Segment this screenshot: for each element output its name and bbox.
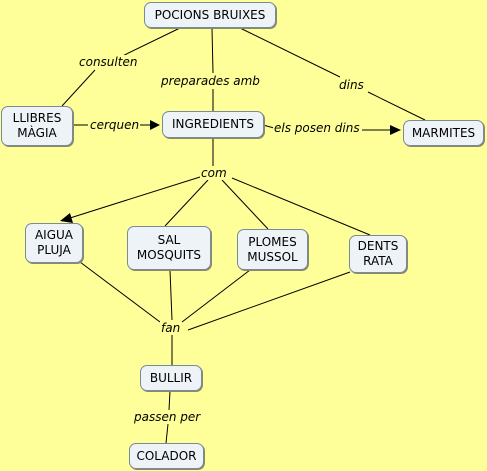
link-com: com	[200, 166, 228, 180]
concept-dents-rata[interactable]: DENTS RATA	[349, 235, 407, 273]
line-consulten-llibres	[61, 69, 96, 107]
arrowhead-aigua	[60, 213, 73, 223]
link-cerquen: cerquen	[89, 118, 141, 132]
line-aigua-fan	[79, 261, 161, 323]
concept-marmites[interactable]: MARMITES	[403, 120, 484, 146]
line-com-dents	[231, 177, 371, 236]
link-fan: fan	[160, 321, 182, 335]
line-bullir-passen	[168, 390, 171, 411]
concept-bullir[interactable]: BULLIR	[140, 365, 202, 391]
concept-plomes-mussol[interactable]: PLOMES MUSSOL	[237, 229, 308, 270]
line-com-aigua	[69, 176, 201, 219]
concept-pocions-bruixes[interactable]: POCIONS BRUIXES	[144, 2, 276, 28]
line-com-plomes	[221, 179, 269, 230]
line-com-sal	[164, 179, 209, 227]
concept-colador[interactable]: COLADOR	[129, 443, 204, 469]
concept-sal-mosquits[interactable]: SAL MOSQUITS	[127, 226, 211, 270]
link-consulten: consulten	[78, 55, 139, 69]
concept-aigua-pluja[interactable]: AIGUA PLUJA	[25, 223, 83, 263]
line-plomes-fan	[181, 269, 251, 323]
line-ingredients-posen	[262, 124, 275, 129]
line-dins-marmites	[367, 91, 426, 121]
link-preparades-amb: preparades amb	[160, 74, 261, 88]
line-pocions-dins	[239, 27, 341, 78]
line-sal-fan	[169, 269, 173, 321]
line-dents-fan	[187, 271, 351, 331]
link-els-posen-dins: els posen dins	[273, 121, 361, 135]
link-dins: dins	[338, 78, 365, 92]
arrowhead-marmites	[390, 125, 401, 135]
concept-ingredients[interactable]: INGREDIENTS	[162, 111, 264, 138]
line-pocions-preparades	[211, 27, 214, 74]
link-passen-per: passen per	[133, 410, 202, 424]
concept-llibres-magia[interactable]: LLIBRES MÀGIA	[1, 106, 73, 146]
arrowhead-ingredients	[150, 120, 160, 130]
line-passen-colador	[165, 423, 169, 444]
